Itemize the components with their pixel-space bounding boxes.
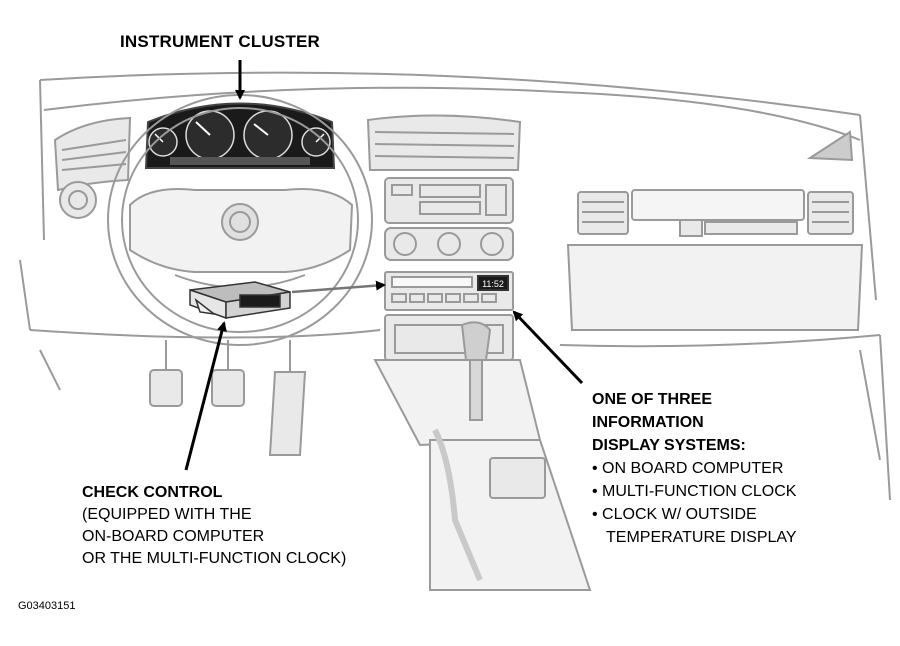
steering-wheel	[107, 94, 373, 346]
info-display-title-1: ONE OF THREE	[592, 391, 713, 408]
info-display-item-3: CLOCK W/ OUTSIDE	[592, 503, 797, 526]
check-control-label-block: CHECK CONTROL (EQUIPPED WITH THE ON-BOAR…	[82, 482, 346, 570]
check-control-line-1: (EQUIPPED WITH THE	[82, 506, 252, 523]
info-display-title-3: DISPLAY SYSTEMS:	[592, 437, 746, 454]
center-stack	[366, 114, 522, 261]
figure-code: G03403151	[18, 600, 76, 612]
check-control-module	[189, 281, 291, 320]
arrow-module-to-display	[291, 280, 386, 294]
info-display-item-2: MULTI-FUNCTION CLOCK	[592, 480, 797, 503]
annotation-arrows	[184, 60, 584, 471]
check-control-title: CHECK CONTROL	[82, 484, 223, 501]
check-control-line-2: ON-BOARD COMPUTER	[82, 528, 265, 545]
instrument-cluster-graphic	[144, 102, 336, 169]
center-console	[373, 321, 592, 591]
passenger-dashboard	[566, 130, 864, 331]
arrow-info-display	[512, 310, 584, 385]
arrow-check-control	[184, 321, 227, 471]
instrument-cluster-label: INSTRUMENT CLUSTER	[120, 32, 321, 51]
dashboard-outline	[19, 71, 891, 501]
info-display-title-2: INFORMATION	[592, 414, 704, 431]
info-display-item-3-continuation: TEMPERATURE DISPLAY	[606, 529, 797, 546]
left-air-vent	[53, 116, 132, 219]
info-display-item-1: ON BOARD COMPUTER	[592, 457, 797, 480]
check-control-line-3: OR THE MULTI-FUNCTION CLOCK)	[82, 550, 347, 567]
pedals	[149, 340, 307, 456]
info-display-label-block: ONE OF THREE INFORMATION DISPLAY SYSTEMS…	[592, 388, 797, 549]
clock-readout: 11:52	[482, 279, 504, 289]
